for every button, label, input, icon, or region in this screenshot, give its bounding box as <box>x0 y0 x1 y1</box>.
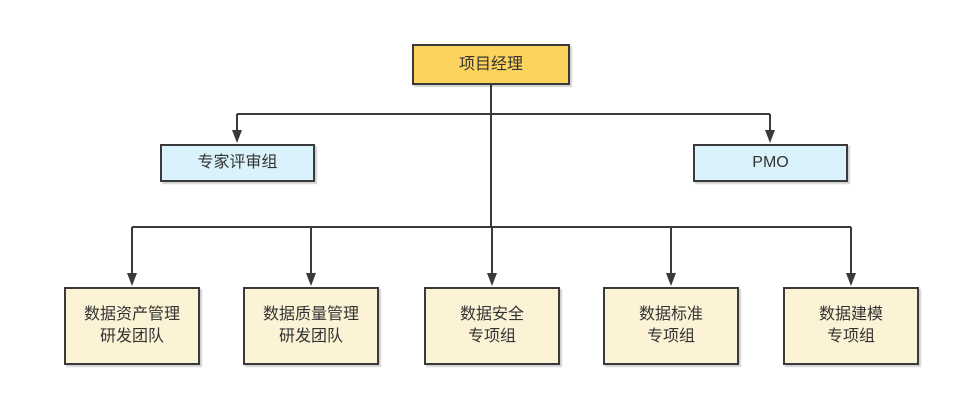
node-project-manager: 项目经理 <box>412 44 570 85</box>
arrow-down-icon <box>846 273 856 286</box>
arrow-down-icon <box>765 130 775 143</box>
node-data-quality-management-team: 数据质量管理 研发团队 <box>243 287 379 365</box>
node-data-modeling-group: 数据建模 专项组 <box>783 287 919 365</box>
node-data-standards-group: 数据标准 专项组 <box>603 287 739 365</box>
arrow-down-icon <box>666 273 676 286</box>
arrow-down-icon <box>306 273 316 286</box>
node-data-security-group: 数据安全 专项组 <box>424 287 560 365</box>
arrow-down-icon <box>127 273 137 286</box>
node-data-asset-management-team: 数据资产管理 研发团队 <box>64 287 200 365</box>
node-expert-review-group: 专家评审组 <box>160 144 315 182</box>
arrow-down-icon <box>487 273 497 286</box>
arrow-down-icon <box>232 130 242 143</box>
node-pmo: PMO <box>693 144 848 182</box>
